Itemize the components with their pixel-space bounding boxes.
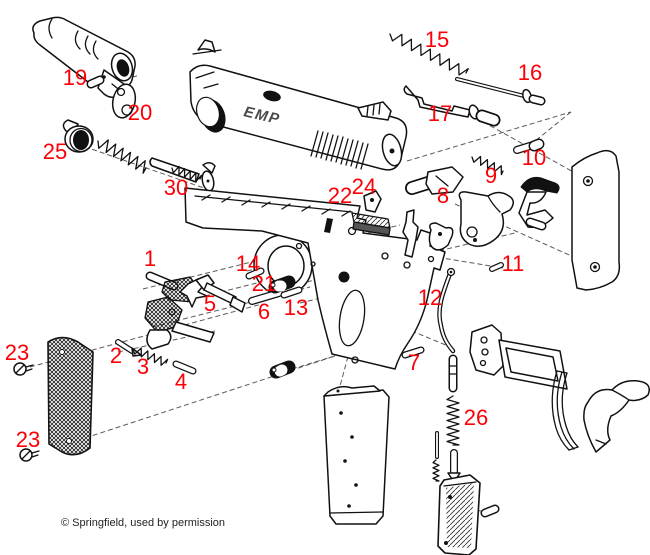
pin-7 <box>401 346 425 359</box>
front-sight <box>192 39 222 55</box>
part-label-11-10: 11 <box>502 251 525 276</box>
pin-14 <box>245 267 265 280</box>
firing-pin <box>403 85 501 127</box>
part-label-3-2: 3 <box>137 354 149 379</box>
recoil-spring-15 <box>389 33 469 76</box>
part-label-8-7: 8 <box>437 183 449 208</box>
barrel-bushing <box>62 119 94 153</box>
right-grip-panel <box>571 149 621 291</box>
part-label-15-14: 15 <box>425 27 449 52</box>
part-label-1-0: 1 <box>144 246 156 271</box>
magazine-catch <box>269 360 296 379</box>
pin-11 <box>489 262 504 272</box>
part-label-19-17: 19 <box>63 65 87 90</box>
part-label-30-26: 30 <box>164 175 188 200</box>
pin-10 <box>513 138 545 154</box>
part-label-9-8: 9 <box>485 163 497 188</box>
part-label-7-6: 7 <box>408 350 420 375</box>
part-label-22-20: 22 <box>328 183 352 208</box>
part-label-16-15: 16 <box>518 60 542 85</box>
rear-sight <box>357 101 392 121</box>
parts: EMP <box>13 16 650 555</box>
disconnector <box>402 209 419 258</box>
slide: EMP <box>189 64 408 171</box>
part-label-26-25: 26 <box>464 405 488 430</box>
pin-13 <box>280 286 303 299</box>
copyright-notice: © Springfield, used by permission <box>61 517 225 529</box>
part-label-25-24: 25 <box>43 139 67 164</box>
recoil-spring <box>97 139 147 174</box>
hammer-strut <box>437 267 456 354</box>
pin-6 <box>248 289 283 305</box>
ejector <box>351 212 391 236</box>
part-label-21-19: 21 <box>252 271 276 296</box>
firing-pin-stop <box>363 190 382 213</box>
mainspring-assembly <box>432 354 461 483</box>
magazine <box>323 385 390 525</box>
part-label-14-13: 14 <box>236 251 260 276</box>
part-label-12-11: 12 <box>418 285 442 310</box>
part-label-17-16: 17 <box>428 101 452 126</box>
sear <box>428 222 454 251</box>
hammer <box>458 191 514 247</box>
bushing-21 <box>268 275 296 294</box>
part-label-23-21: 23 <box>5 340 29 365</box>
part-label-6-5: 6 <box>258 299 270 324</box>
thumb-safety <box>144 296 215 350</box>
guide-rod <box>455 77 546 106</box>
slide-stop <box>145 271 208 308</box>
part-label-23-22: 23 <box>16 427 40 452</box>
left-grip-panel <box>47 336 94 456</box>
safety-lock-8 <box>405 166 464 195</box>
part-label-10-9: 10 <box>522 145 546 170</box>
part-label-24-23: 24 <box>352 174 376 199</box>
frame <box>184 187 446 370</box>
part-label-4-3: 4 <box>175 369 187 394</box>
part-label-20-18: 20 <box>128 100 152 125</box>
barrel <box>32 16 136 98</box>
grip-screw-top <box>13 362 34 376</box>
plunger-pin-2 <box>115 339 142 357</box>
magazine-catch-lock <box>518 176 560 231</box>
grip-safety <box>583 379 650 453</box>
spring-9 <box>471 155 504 176</box>
mainspring-housing <box>437 474 500 555</box>
plunger-pin-4 <box>172 360 197 375</box>
part-label-2-1: 2 <box>110 343 122 368</box>
recoil-spring-guide <box>149 157 216 192</box>
part-label-13-12: 13 <box>284 295 308 320</box>
grip-screw-bottom <box>19 448 40 462</box>
part-label-5-4: 5 <box>204 291 216 316</box>
sear-spring <box>551 370 579 451</box>
plunger-spring-3 <box>132 347 169 366</box>
plunger-lever <box>195 274 246 313</box>
barrel-link <box>111 83 137 119</box>
trigger <box>469 324 568 390</box>
